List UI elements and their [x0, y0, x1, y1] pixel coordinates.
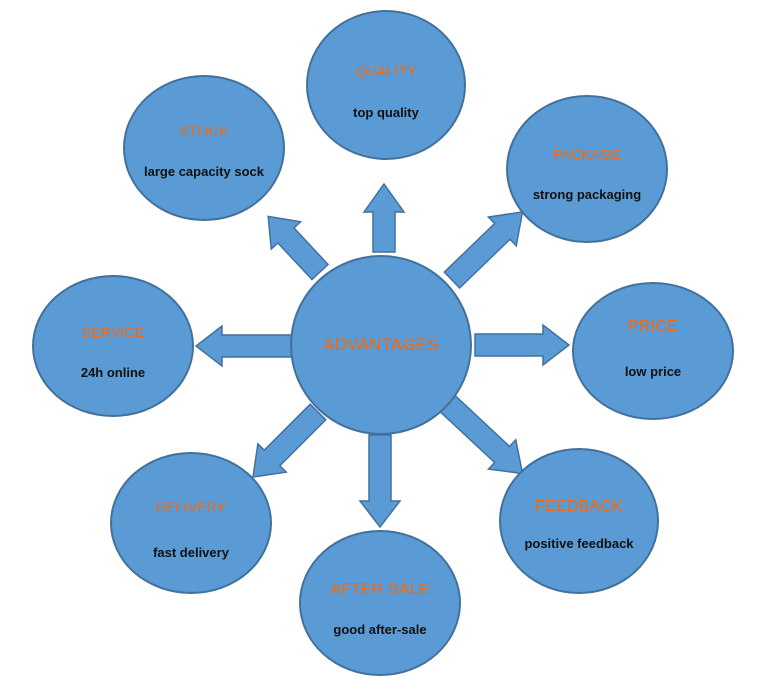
node-after-sale: AFTER SALE good after-sale — [299, 530, 461, 676]
node-quality: QUALITY top quality — [306, 10, 466, 160]
node-quality-subtitle: top quality — [353, 105, 419, 120]
arrow-to-after-sale — [358, 434, 402, 529]
arrow-to-quality — [362, 182, 406, 253]
arrow-to-price — [474, 323, 571, 367]
node-service-subtitle: 24h online — [80, 365, 146, 380]
center-title: ADVANTAGES — [323, 335, 439, 354]
node-delivery: DELIVERY fast delivery — [110, 452, 272, 594]
arrow-to-stock — [267, 215, 330, 281]
node-feedback-title: FEEDBACK — [535, 498, 623, 515]
arrow-to-feedback — [439, 394, 524, 475]
node-service-title: SERVICE — [81, 324, 145, 340]
node-package-subtitle: strong packaging — [532, 187, 642, 202]
node-package-title: PACKAGE — [552, 146, 622, 162]
arrow-to-service — [194, 324, 293, 368]
node-after-sale-title: AFTER SALE — [330, 581, 430, 598]
node-package: PACKAGE strong packaging — [506, 95, 668, 243]
node-price-subtitle: low price — [624, 364, 682, 379]
node-stock-title: STOCK — [179, 123, 229, 139]
node-quality-title: QUALITY — [355, 63, 417, 79]
node-service: SERVICE 24h online — [32, 275, 194, 417]
node-price-title: PRICE — [628, 318, 678, 335]
arrow-to-package — [443, 211, 524, 289]
node-delivery-subtitle: fast delivery — [153, 545, 229, 560]
arrow-to-delivery — [252, 403, 327, 478]
node-stock-subtitle: large capacity sock — [144, 164, 264, 179]
center-node: ADVANTAGES — [290, 255, 472, 435]
node-price: PRICE low price — [572, 282, 734, 420]
node-delivery-title: DELIVERY — [155, 499, 227, 515]
node-stock: STOCK large capacity sock — [123, 75, 285, 221]
node-after-sale-subtitle: good after-sale — [333, 622, 427, 637]
node-feedback-subtitle: positive feedback — [524, 536, 634, 551]
node-feedback: FEEDBACK positive feedback — [499, 448, 659, 594]
